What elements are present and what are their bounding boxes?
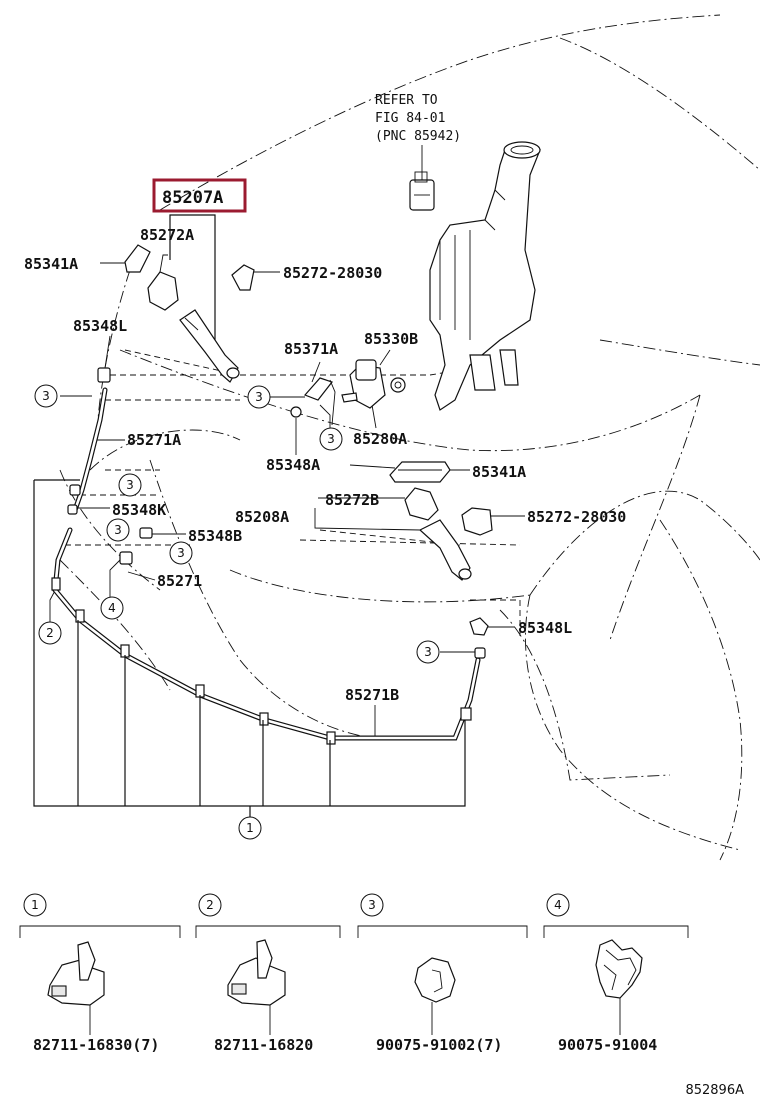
label-85271A[interactable]: 85271A xyxy=(127,431,181,449)
label-85271[interactable]: 85271 xyxy=(157,572,202,590)
svg-text:3: 3 xyxy=(42,389,50,403)
label-85272-28030-top[interactable]: 85272-28030 xyxy=(283,264,382,282)
clamp-bracket xyxy=(33,479,466,818)
label-85272-28030-right[interactable]: 85272-28030 xyxy=(527,508,626,526)
svg-text:2: 2 xyxy=(206,898,214,912)
legend-part-3[interactable]: 90075-91002(7) xyxy=(376,1036,502,1054)
label-85208A[interactable]: 85208A xyxy=(235,508,289,526)
legend-item-1: 1 82711-16830(7) xyxy=(19,893,181,1054)
left-nozzle-assembly xyxy=(124,244,255,383)
label-85348L-right[interactable]: 85348L xyxy=(518,619,572,637)
label-85348B[interactable]: 85348B xyxy=(188,527,242,545)
legend-part-4[interactable]: 90075-91004 xyxy=(558,1036,657,1054)
svg-text:3: 3 xyxy=(126,478,134,492)
hoses xyxy=(51,367,486,745)
legend: 1 82711-16830(7) 2 82711-16820 3 90075-9… xyxy=(19,893,689,1054)
refer-line-3: (PNC 85942) xyxy=(375,129,461,144)
leader-lines xyxy=(65,349,521,640)
svg-text:3: 3 xyxy=(368,898,376,912)
svg-text:3: 3 xyxy=(255,390,263,404)
highlight-box xyxy=(152,178,247,213)
label-leaders xyxy=(49,262,525,740)
figure-code: 852896A xyxy=(685,1083,744,1098)
svg-text:1: 1 xyxy=(31,898,39,912)
svg-text:3: 3 xyxy=(177,546,185,560)
svg-text:3: 3 xyxy=(114,523,122,537)
svg-text:4: 4 xyxy=(108,601,116,615)
label-85207A[interactable]: 85207A xyxy=(162,188,223,208)
svg-text:1: 1 xyxy=(246,821,254,835)
label-85341A-right[interactable]: 85341A xyxy=(472,463,526,481)
legend-item-4: 4 90075-91004 xyxy=(543,893,689,1054)
label-85280A[interactable]: 85280A xyxy=(353,430,407,448)
label-85371A[interactable]: 85371A xyxy=(284,340,338,358)
right-nozzle-assembly xyxy=(389,461,493,636)
refer-line-1: REFER TO xyxy=(375,93,438,108)
label-85348A[interactable]: 85348A xyxy=(266,456,320,474)
svg-text:4: 4 xyxy=(554,898,562,912)
label-85341A-left[interactable]: 85341A xyxy=(24,255,78,273)
washer-reservoir xyxy=(409,141,541,411)
svg-text:3: 3 xyxy=(327,432,335,446)
legend-part-2[interactable]: 82711-16820 xyxy=(214,1036,313,1054)
refer-line-2: FIG 84-01 xyxy=(375,111,445,126)
legend-item-3: 3 90075-91002(7) xyxy=(357,893,528,1054)
label-85272B[interactable]: 85272B xyxy=(325,491,379,509)
svg-text:2: 2 xyxy=(46,626,54,640)
legend-part-1[interactable]: 82711-16830(7) xyxy=(33,1036,159,1054)
callouts: 3 3 3 3 3 3 4 2 3 1 xyxy=(34,384,440,840)
refer-note: REFER TO FIG 84-01 (PNC 85942) xyxy=(375,93,461,180)
label-85348L-left[interactable]: 85348L xyxy=(73,317,127,335)
label-85272A[interactable]: 85272A xyxy=(140,226,194,244)
pump-assembly xyxy=(290,359,406,426)
label-85271B[interactable]: 85271B xyxy=(345,686,399,704)
svg-text:3: 3 xyxy=(424,645,432,659)
part-labels: 85272A 85341A 85272-28030 85348L 85371A … xyxy=(24,226,626,704)
label-85330B[interactable]: 85330B xyxy=(364,330,418,348)
label-85348K[interactable]: 85348K xyxy=(112,501,166,519)
legend-item-2: 2 82711-16820 xyxy=(195,893,341,1054)
